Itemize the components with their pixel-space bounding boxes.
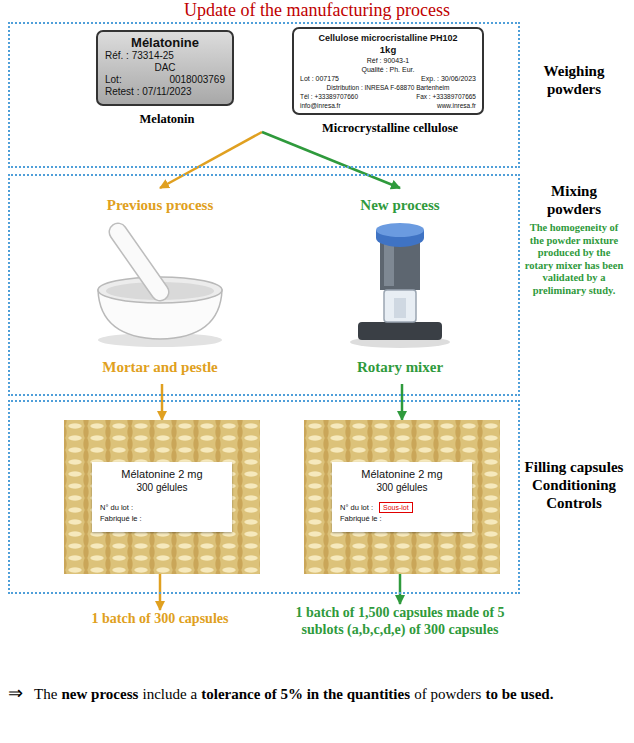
capsule-photo: Mélatonine 2 mg300 gélules N° du lot :Fab… [64, 420, 260, 574]
step-region: MélatonineRéf. : 73314-25DACLot: 00180037… [8, 22, 520, 168]
product-label: Cellulose microcristalline PH1021kgRéf :… [292, 27, 484, 115]
label-row: Lot: 0018003769 [105, 74, 225, 86]
label-text: Tél : +33389707660 [300, 92, 358, 101]
label-text: Cellulose microcristalline PH102 [300, 32, 476, 44]
note: The new processinclude atolerance of 5% i… [34, 684, 626, 704]
batch-text: 1 batch of 1,500 capsules made of 5 subl… [280, 604, 520, 638]
sticker-text: Fabriqué le : [340, 513, 464, 524]
sticker-text: 300 gélules [100, 481, 224, 494]
label-text: Réf. : 73314-25 [105, 50, 225, 62]
step-region: Previous processMortar and pestleNew pro… [8, 174, 520, 396]
label-text: DAC [105, 62, 225, 74]
illustration-holder [300, 218, 500, 350]
batch-result: 1 batch of 300 capsules [60, 610, 260, 627]
product-caption: Melatonin [74, 112, 260, 127]
batch-result: 1 batch of 1,500 capsules made of 5 subl… [280, 604, 520, 638]
product-caption: Microcrystalline cellulose [270, 121, 510, 136]
label-row: info@inresa.fr www.inresa.fr [300, 101, 476, 110]
label-row: Lot : 007175 Exp. : 30/06/2023 [300, 74, 476, 83]
note-text: new process [62, 686, 139, 702]
flow-arrow [262, 132, 400, 188]
note-text: include a [143, 686, 198, 702]
sticker-label: Mélatonine 2 mg300 gélules N° du lot : Sou… [332, 462, 472, 532]
illustration-holder [60, 218, 260, 350]
process-heading: Previous process [60, 196, 260, 214]
process-name: Rotary mixer [300, 358, 500, 376]
sticker-text: 300 gélules [340, 481, 464, 494]
label-text: Mélatonine [105, 35, 225, 50]
sticker-text: Sous-lot [379, 502, 413, 513]
process-name: Mortar and pestle [60, 358, 260, 376]
label-text: www.inresa.fr [437, 101, 476, 110]
label-text: info@inresa.fr [300, 101, 341, 110]
batch-text: 1 batch of 300 capsules [60, 610, 260, 627]
pestle-outline [118, 232, 160, 292]
label-text: Lot: [105, 74, 122, 86]
mixer-highlight [384, 244, 394, 286]
mixer-cap-top [376, 223, 424, 237]
sticker-text: Mélatonine 2 mg [100, 467, 224, 481]
flow-arrow [401, 384, 404, 420]
diagram-title: Update of the manufacturing process [0, 0, 634, 20]
mortar-illustration [60, 218, 260, 350]
mixer-body [380, 240, 420, 290]
process-column: New processRotary mixer [300, 188, 500, 384]
label-text: 1kg [300, 44, 476, 56]
sticker-text: N° du lot : [100, 502, 224, 513]
step-label: Mixing powders [524, 182, 624, 218]
step-label: Weighing powders [524, 62, 624, 98]
label-text: Exp. : 30/06/2023 [421, 74, 476, 83]
product-label: MélatonineRéf. : 73314-25DACLot: 00180037… [96, 30, 234, 106]
note-text: The [34, 686, 57, 702]
step-label: The homogeneity of the powder mixture pr… [524, 222, 624, 297]
sticker-text: Mélatonine 2 mg [340, 467, 464, 481]
rotary-mixer-illustration [300, 218, 500, 350]
pestle [118, 232, 160, 292]
sticker-label: Mélatonine 2 mg300 gélules N° du lot :Fab… [92, 462, 232, 532]
note-text: tolerance of 5% in the quantities [201, 686, 410, 702]
mixer-base [358, 322, 442, 340]
step-label: Filling capsules Conditioning Controls [524, 458, 624, 512]
capsule-photo: Mélatonine 2 mg300 gélules N° du lot : Sou… [304, 420, 500, 574]
label-text: Réf : 90043-1 [300, 56, 476, 65]
note-text: of powders [414, 686, 481, 702]
label-text: Distribution : INRESA F-68870 Bartenheim [300, 83, 476, 92]
flow-arrow [399, 574, 402, 604]
sticker-text: Fabriqué le : [100, 513, 224, 524]
label-row: N° du lot : Sous-lot [340, 502, 464, 513]
step-region: Mélatonine 2 mg300 gélulesN° du lot :Fab… [8, 400, 520, 594]
label-text: Retest : 07/11/2023 [105, 86, 225, 98]
mixer-jar-content [394, 298, 406, 318]
flow-arrow [159, 574, 162, 610]
sticker-text: N° du lot : [340, 502, 373, 513]
label-text: Lot : 007175 [300, 74, 339, 83]
process-column: Previous processMortar and pestle [60, 188, 260, 384]
label-text: 0018003769 [169, 74, 225, 86]
note-text: to be used. [485, 686, 553, 702]
note-arrow: ⇒ [8, 683, 23, 703]
process-heading: New process [300, 196, 500, 214]
flow-arrow [160, 132, 262, 188]
label-row: Tél : +33389707660 Fax : +33389707665 [300, 92, 476, 101]
label-text: Qualité : Ph. Eur. [300, 65, 476, 74]
flow-arrow [161, 384, 164, 420]
label-text: Fax : +33389707665 [416, 92, 476, 101]
mixer-jar [384, 290, 416, 322]
